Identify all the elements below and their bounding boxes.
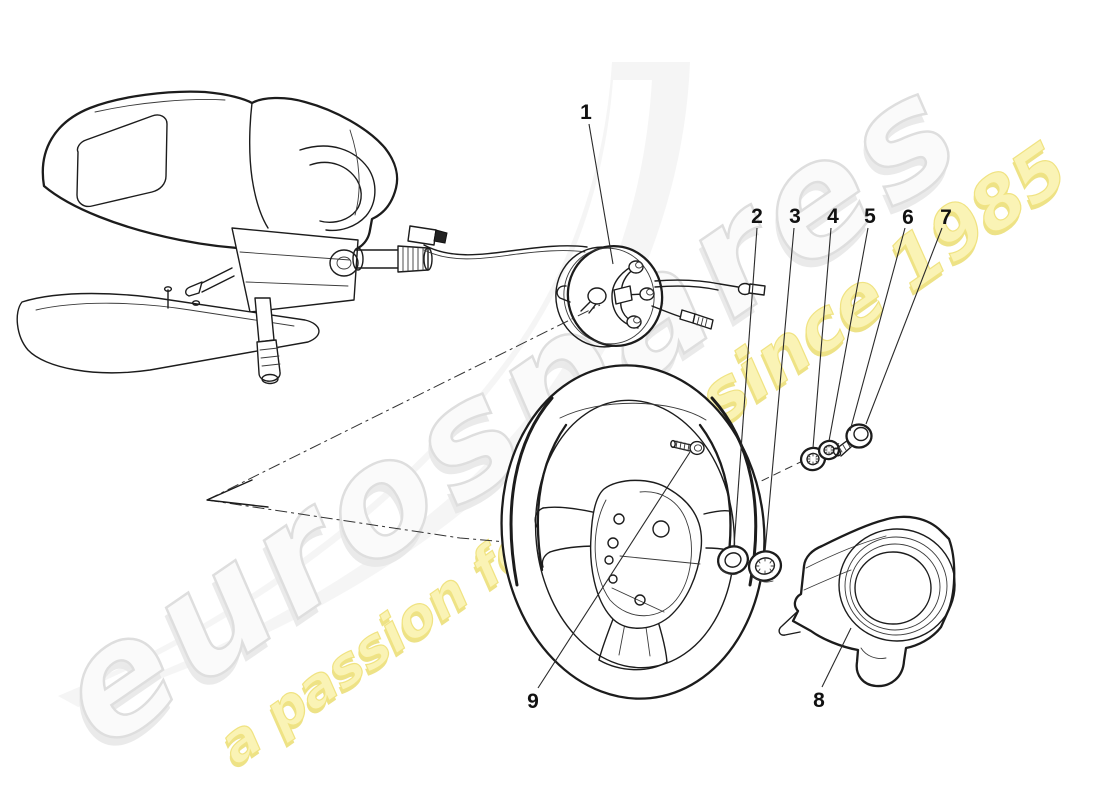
callouts: 1 2 3 4 5 6 7 8 9 <box>527 101 952 713</box>
hex-screw-part9 <box>670 439 705 456</box>
spline-nut-part3 <box>747 550 783 583</box>
clock-spring <box>555 244 766 348</box>
callout-6[interactable]: 6 <box>902 206 914 229</box>
callout-2[interactable]: 2 <box>751 205 763 228</box>
callout-5[interactable]: 5 <box>864 205 876 228</box>
watermark-swoosh <box>58 62 690 707</box>
washer-ring-part2 <box>716 545 750 576</box>
callout-8[interactable]: 8 <box>813 689 825 712</box>
steering-column-assembly <box>16 90 433 385</box>
callout-4[interactable]: 4 <box>827 205 839 228</box>
clock-spring-cable <box>407 225 588 260</box>
callout-1[interactable]: 1 <box>580 101 592 124</box>
leader-lines <box>537 123 943 689</box>
callout-9[interactable]: 9 <box>527 690 539 713</box>
callout-7[interactable]: 7 <box>940 206 952 229</box>
airbag-cover <box>778 515 956 688</box>
bolt-part6-7 <box>832 423 873 457</box>
callout-3[interactable]: 3 <box>789 205 801 228</box>
